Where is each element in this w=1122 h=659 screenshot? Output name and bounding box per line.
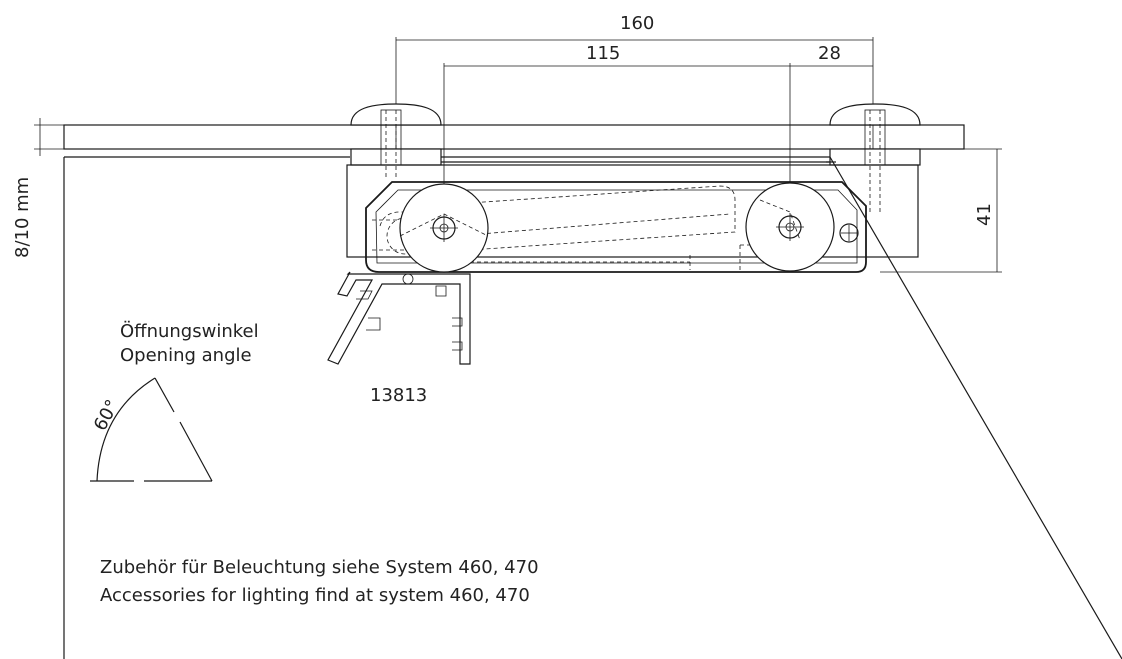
lighting-notes: Zubehör für Beleuchtung siehe System 460… <box>100 557 539 606</box>
wall-line <box>63 156 350 659</box>
bolt-right <box>839 223 859 243</box>
dimension-overall-label: 160 <box>620 13 654 34</box>
housing <box>346 156 919 258</box>
dimension-height: 41 <box>880 148 1002 273</box>
opening-angle-value: 60° <box>90 396 124 434</box>
opening-angle-symbol: Öffnungswinkel Opening angle 60° <box>90 320 259 482</box>
roller-left <box>399 183 489 273</box>
opening-angle-label-en: Opening angle <box>120 345 252 366</box>
door-swing-line <box>826 156 1122 659</box>
dimension-glass-thickness: 8/10 mm <box>12 118 64 258</box>
dimension-height-label: 41 <box>974 203 995 226</box>
clamp-right <box>829 103 921 215</box>
dimension-glass-thickness-label: 8/10 mm <box>12 177 33 258</box>
glass-panel <box>63 124 965 150</box>
dimension-axle-spacing-label: 115 <box>586 43 620 64</box>
dimension-offset: 28 <box>818 43 841 64</box>
clamp-left <box>350 103 442 180</box>
profile-section: 13813 <box>327 271 471 406</box>
note-line-de: Zubehör für Beleuchtung siehe System 460… <box>100 557 539 578</box>
profile-part-number: 13813 <box>370 385 427 406</box>
dimension-axle-spacing: 115 <box>443 43 873 228</box>
note-line-en: Accessories for lighting find at system … <box>100 585 530 606</box>
dimension-offset-label: 28 <box>818 43 841 64</box>
opening-angle-label-de: Öffnungswinkel <box>120 320 259 342</box>
dimension-overall: 160 <box>395 13 874 152</box>
roller-right <box>745 182 835 272</box>
